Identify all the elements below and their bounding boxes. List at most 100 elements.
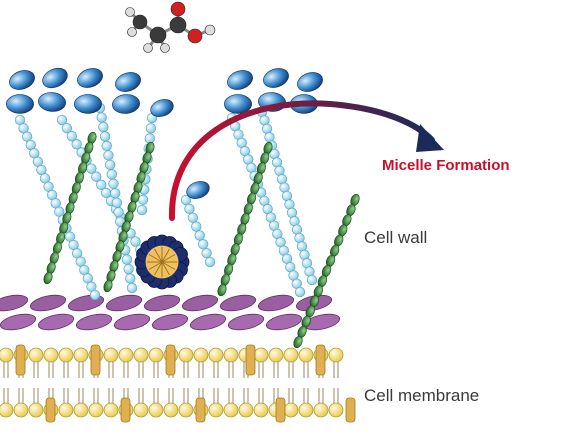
lipid-head bbox=[283, 402, 299, 418]
molecule-atom bbox=[143, 43, 153, 53]
green-chain-bead bbox=[217, 283, 227, 297]
blue-chain-bead bbox=[121, 254, 133, 265]
micelle-tail bbox=[148, 261, 163, 270]
blue-chain-bead bbox=[99, 131, 111, 142]
peptidoglycan-unit bbox=[37, 313, 75, 331]
blue-chain-bead bbox=[306, 274, 318, 286]
lipid-head bbox=[313, 402, 329, 418]
peptidoglycan-unit bbox=[75, 313, 113, 331]
lipid-head bbox=[223, 347, 239, 363]
cell-membrane-bilayer bbox=[0, 344, 356, 423]
peptidoglycan-unit bbox=[227, 313, 265, 331]
lipid-head bbox=[298, 347, 314, 363]
lipid-head bbox=[58, 347, 74, 363]
blue-chain-bead bbox=[201, 247, 212, 259]
blue-cap bbox=[38, 92, 66, 112]
teichoic-acid-caps bbox=[6, 67, 323, 199]
peptidoglycan-unit bbox=[219, 294, 257, 312]
peptidoglycan-unit bbox=[257, 294, 295, 312]
blue-chain-bead bbox=[191, 221, 202, 232]
peptidoglycan-unit bbox=[105, 294, 143, 312]
blue-chain-bead bbox=[96, 112, 107, 123]
blue-chain-bead bbox=[56, 114, 68, 126]
molecule-atom bbox=[187, 28, 203, 44]
lipid-head bbox=[0, 402, 14, 418]
blue-chain-bead bbox=[136, 204, 148, 216]
blue-chain-bead bbox=[91, 171, 102, 182]
molecule-atom bbox=[160, 43, 170, 53]
lipid-head bbox=[58, 402, 74, 418]
lipid-head bbox=[178, 402, 194, 418]
membrane-protein bbox=[45, 397, 56, 423]
lipid-head bbox=[208, 347, 224, 363]
membrane-protein bbox=[275, 397, 286, 423]
blue-chain-bead bbox=[106, 169, 117, 180]
lipid-head bbox=[253, 402, 269, 418]
micelle-icon bbox=[134, 234, 190, 290]
blue-chain-bead bbox=[144, 133, 155, 144]
blue-cap bbox=[263, 68, 289, 88]
blue-chain-bead bbox=[126, 282, 138, 294]
peptidoglycan-unit bbox=[189, 313, 227, 331]
blue-chain-bead bbox=[98, 121, 109, 133]
blue-chain-bead bbox=[113, 207, 124, 218]
blue-cap bbox=[9, 70, 35, 90]
lipid-head bbox=[133, 402, 149, 418]
lipid-head bbox=[13, 402, 29, 418]
blue-chain-bead bbox=[294, 286, 306, 298]
cell-wall-chains bbox=[14, 102, 360, 349]
blue-chain-bead bbox=[184, 203, 195, 215]
membrane-protein bbox=[15, 344, 26, 376]
lipid-head bbox=[103, 347, 119, 363]
acetic-acid-molecule-icon bbox=[125, 1, 216, 53]
lipid-head bbox=[133, 347, 149, 363]
micelle-tail bbox=[161, 261, 176, 270]
micelle-tail bbox=[161, 248, 170, 263]
blue-cap bbox=[74, 94, 102, 114]
molecule-atom bbox=[125, 7, 135, 17]
blue-chain-bead bbox=[111, 197, 122, 208]
arrow-head bbox=[416, 124, 444, 152]
peptidoglycan-unit bbox=[143, 294, 181, 312]
membrane-protein bbox=[345, 397, 356, 423]
blue-chain-bead bbox=[187, 212, 199, 223]
micelle-tail bbox=[154, 261, 163, 276]
lipid-head bbox=[103, 402, 119, 418]
lipid-head bbox=[328, 402, 344, 418]
blue-chain-bead bbox=[71, 139, 82, 150]
lipid-head bbox=[43, 347, 59, 363]
blue-chain-bead bbox=[197, 239, 209, 250]
molecule-atom bbox=[169, 16, 187, 34]
lipid-head bbox=[163, 402, 179, 418]
peptidoglycan-unit bbox=[0, 313, 37, 331]
green-chain-bead bbox=[43, 271, 53, 285]
blue-chain-bead bbox=[125, 273, 136, 284]
lipid-head bbox=[148, 402, 164, 418]
blue-chain-bead bbox=[101, 140, 112, 152]
blue-chain-bead bbox=[108, 178, 119, 189]
lipid-head bbox=[298, 402, 314, 418]
lipid-head bbox=[148, 347, 164, 363]
micelle-tail bbox=[148, 254, 163, 263]
micelle-tail bbox=[161, 261, 170, 276]
blue-cap bbox=[115, 72, 141, 92]
membrane-protein bbox=[165, 344, 176, 376]
micelle-formation-label: Micelle Formation bbox=[382, 157, 510, 174]
molecule-atom bbox=[170, 1, 186, 17]
blue-cap bbox=[227, 70, 253, 90]
membrane-protein bbox=[90, 344, 101, 376]
peptidoglycan-layer bbox=[0, 294, 341, 331]
lipid-head bbox=[268, 347, 284, 363]
lipid-head bbox=[28, 347, 44, 363]
blue-cap bbox=[224, 94, 252, 114]
peptidoglycan-unit bbox=[265, 313, 303, 331]
molecule-atom bbox=[204, 24, 216, 36]
lipid-head bbox=[0, 347, 14, 363]
micelle-tail bbox=[161, 254, 176, 263]
blue-cap bbox=[150, 99, 174, 117]
lipid-head bbox=[208, 402, 224, 418]
peptidoglycan-unit bbox=[0, 294, 29, 312]
peptidoglycan-unit bbox=[113, 313, 151, 331]
blue-chain-bead bbox=[96, 179, 107, 190]
blue-chain-bead bbox=[66, 131, 77, 142]
